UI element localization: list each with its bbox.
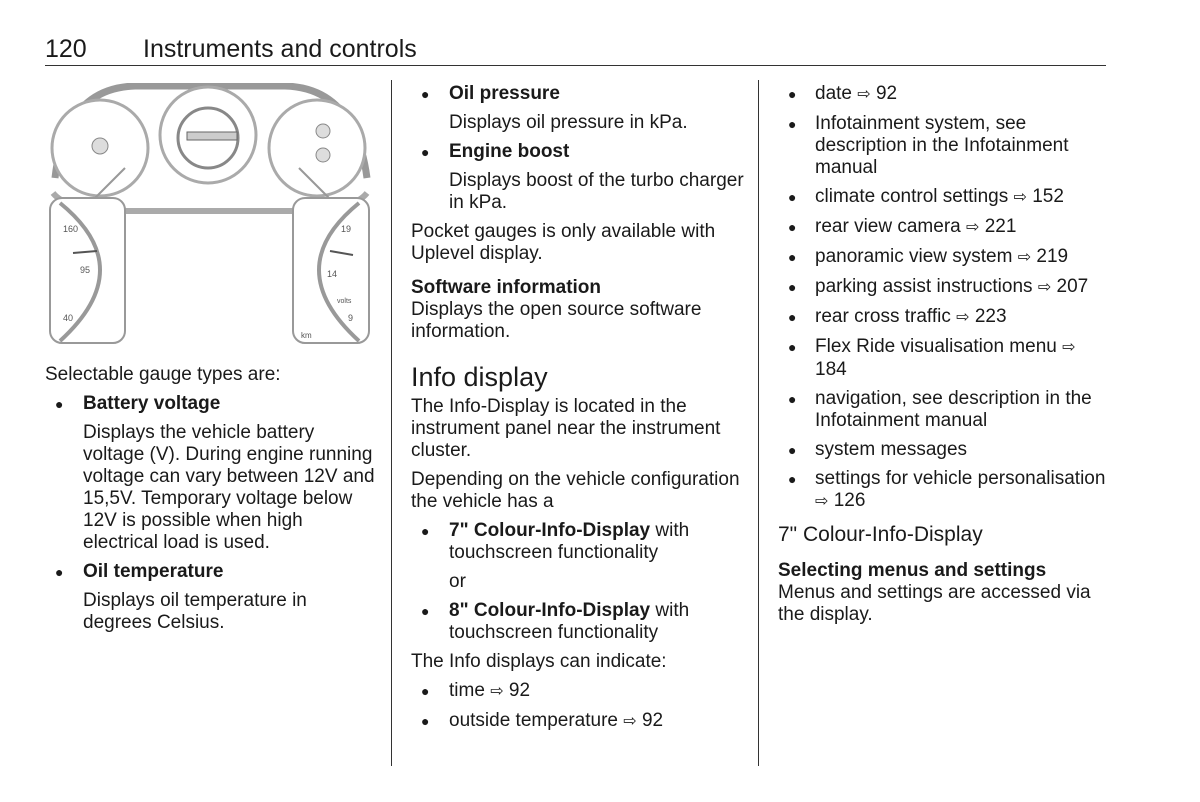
list-item: rear view camera ⇨ 221 bbox=[778, 216, 1108, 239]
item-text: outside temperature bbox=[449, 710, 618, 731]
page-reference-arrow-icon: ⇨ bbox=[1037, 279, 1052, 296]
item-text: climate control settings bbox=[815, 186, 1009, 207]
intro-text: Selectable gauge types are: bbox=[45, 364, 281, 385]
item-description: Displays boost of the turbo charger in k… bbox=[449, 170, 744, 213]
or-text: or bbox=[449, 571, 466, 592]
info-display-heading: Info display bbox=[411, 362, 548, 392]
page-reference-arrow-icon: ⇨ bbox=[1013, 189, 1027, 206]
list-item: Infotainment system, see description in … bbox=[778, 113, 1108, 179]
page-reference-arrow-icon: ⇨ bbox=[490, 683, 504, 700]
display-option-name: 7" Colour-Info-Display bbox=[449, 520, 651, 541]
page-reference-arrow-icon: ⇨ bbox=[623, 713, 637, 730]
page-reference[interactable]: 207 bbox=[1056, 276, 1089, 297]
list-item: 7" Colour-Info-Display with touchscreen … bbox=[411, 520, 746, 564]
display-option-name: 8" Colour-Info-Display bbox=[449, 600, 651, 621]
page-reference-arrow-icon: ⇨ bbox=[966, 219, 980, 236]
list-item: Engine boost bbox=[411, 141, 746, 163]
gauge-label: volts bbox=[337, 298, 352, 305]
item-text: rear cross traffic bbox=[815, 306, 951, 327]
selecting-menus-text: Menus and settings are accessed via the … bbox=[778, 582, 1091, 625]
page-reference[interactable]: 126 bbox=[833, 490, 866, 511]
instrument-cluster-illustration: 160 95 40 19 14 volts 9 km bbox=[45, 83, 373, 346]
list-item: time ⇨ 92 bbox=[411, 680, 746, 703]
list-item: Flex Ride visualisation menu ⇨ 184 bbox=[778, 336, 1108, 381]
list-item: system messages bbox=[778, 439, 1108, 461]
software-text: Displays the open source software inform… bbox=[411, 299, 702, 342]
page-reference[interactable]: 219 bbox=[1036, 246, 1069, 267]
item-text: parking assist instructions bbox=[815, 276, 1033, 297]
colour-info-display-heading: 7" Colour-Info-Display bbox=[778, 523, 983, 546]
list-item: Oil pressure bbox=[411, 83, 746, 105]
gauge-label: 19 bbox=[341, 224, 351, 234]
item-text: navigation, see description in the Infot… bbox=[815, 388, 1092, 431]
gauge-label: 160 bbox=[63, 224, 78, 234]
item-text: time bbox=[449, 680, 485, 701]
page-reference-arrow-icon: ⇨ bbox=[1017, 249, 1032, 266]
item-description: Displays the vehicle battery voltage (V)… bbox=[83, 422, 375, 553]
page-number: 120 bbox=[45, 35, 87, 63]
item-text: date bbox=[815, 83, 852, 104]
page-reference[interactable]: 223 bbox=[974, 306, 1007, 327]
header-rule bbox=[45, 65, 1106, 66]
gauge-label: 40 bbox=[63, 313, 73, 323]
gauge-label: km bbox=[301, 331, 312, 340]
list-item: settings for vehicle personalisation ⇨ 1… bbox=[778, 468, 1108, 513]
item-text: settings for vehicle personalisation bbox=[815, 468, 1106, 489]
gauge-label: 95 bbox=[80, 265, 90, 275]
display-option-text: with touchscreen functionality bbox=[449, 520, 690, 563]
display-option-text: with touchscreen functionality bbox=[449, 600, 690, 643]
list-item: climate control settings ⇨ 152 bbox=[778, 186, 1108, 209]
column-divider bbox=[758, 80, 759, 766]
item-text: system messages bbox=[815, 439, 968, 460]
page-reference[interactable]: 92 bbox=[508, 680, 531, 701]
column-2: Oil pressure Displays oil pressure in kP… bbox=[411, 83, 746, 740]
page-reference-arrow-icon: ⇨ bbox=[857, 86, 871, 103]
page-reference[interactable]: 92 bbox=[641, 710, 664, 731]
page-reference[interactable]: 152 bbox=[1032, 186, 1064, 207]
page-reference-arrow-icon: ⇨ bbox=[815, 493, 829, 510]
info-paragraph: Depending on the vehicle configuration t… bbox=[411, 469, 740, 512]
indicate-intro: The Info displays can indicate: bbox=[411, 651, 667, 672]
page-reference-arrow-icon: ⇨ bbox=[956, 309, 970, 326]
list-item: outside temperature ⇨ 92 bbox=[411, 710, 746, 733]
page-reference-arrow-icon: ⇨ bbox=[1062, 339, 1076, 356]
info-paragraph: The Info-Display is located in the instr… bbox=[411, 396, 721, 461]
pocket-note: Pocket gauges is only available with Upl… bbox=[411, 221, 716, 264]
item-description: Displays oil pressure in kPa. bbox=[449, 112, 688, 133]
selecting-menus-heading: Selecting menus and settings bbox=[778, 560, 1047, 581]
item-text: rear view camera bbox=[815, 216, 961, 237]
list-item: 8" Colour-Info-Display with touchscreen … bbox=[411, 600, 746, 644]
column-3: date ⇨ 92Infotainment system, see descri… bbox=[778, 83, 1108, 633]
item-text: Infotainment system, see description in … bbox=[815, 113, 1069, 178]
column-divider bbox=[391, 80, 392, 766]
item-description: Displays oil temperature in degrees Cels… bbox=[83, 590, 307, 633]
list-item: Battery voltage bbox=[45, 393, 380, 415]
list-item: rear cross traffic ⇨ 223 bbox=[778, 306, 1108, 329]
page-reference[interactable]: 221 bbox=[984, 216, 1017, 237]
page-reference[interactable]: 184 bbox=[815, 359, 847, 380]
item-text: panoramic view system bbox=[815, 246, 1013, 267]
list-item: navigation, see description in the Infot… bbox=[778, 388, 1108, 432]
gauge-label: 9 bbox=[348, 313, 353, 323]
list-item: panoramic view system ⇨ 219 bbox=[778, 246, 1108, 269]
list-item: Oil temperature bbox=[45, 561, 380, 583]
list-item: date ⇨ 92 bbox=[778, 83, 1108, 106]
page-reference[interactable]: 92 bbox=[875, 83, 898, 104]
column-1: Selectable gauge types are: Battery volt… bbox=[45, 364, 380, 641]
section-title: Instruments and controls bbox=[143, 35, 417, 63]
software-heading: Software information bbox=[411, 277, 602, 298]
list-item: parking assist instructions ⇨ 207 bbox=[778, 276, 1108, 299]
gauge-label: 14 bbox=[327, 269, 337, 279]
item-text: Flex Ride visualisation menu bbox=[815, 336, 1057, 357]
